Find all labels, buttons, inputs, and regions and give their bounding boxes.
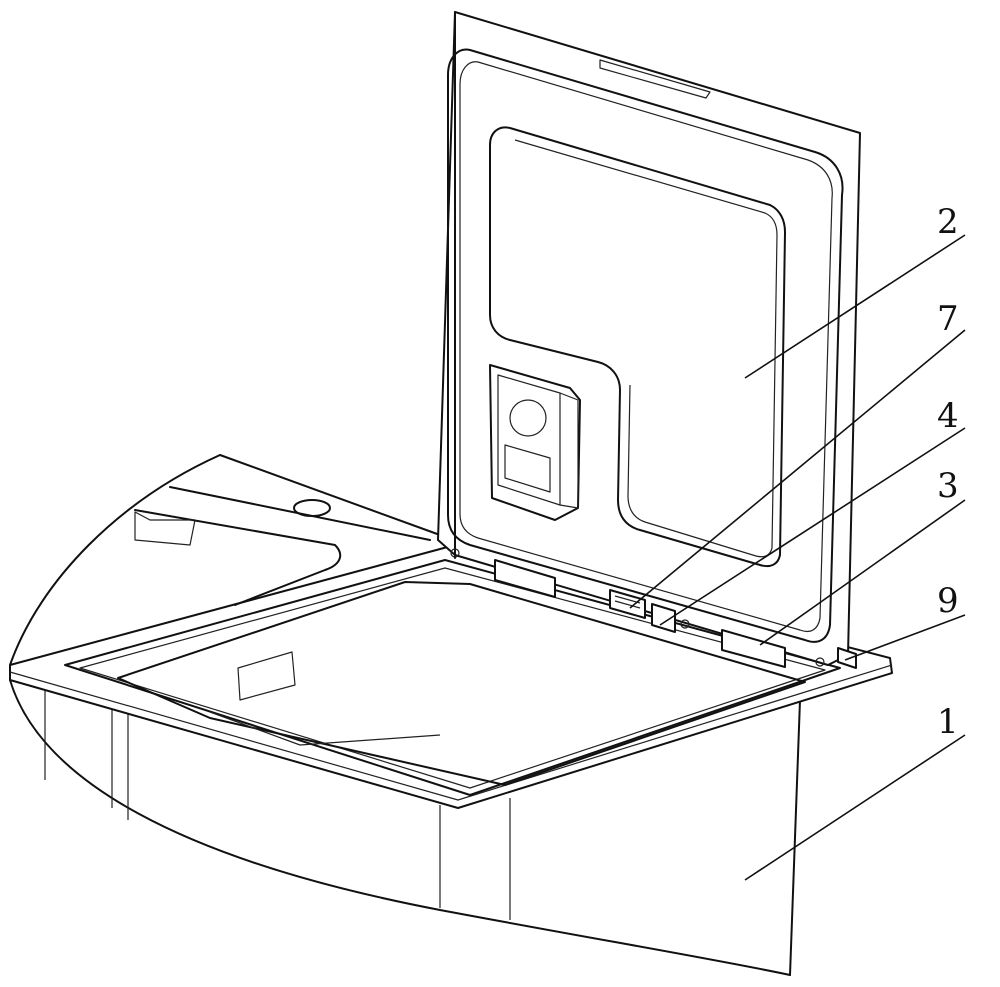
detergent-dispenser <box>489 364 581 521</box>
callout-2: 2 <box>937 202 959 242</box>
leader-lines <box>629 234 966 881</box>
body-bottom-curve <box>9 679 791 976</box>
leader-4 <box>659 427 966 626</box>
sink-basin-opening <box>117 581 806 786</box>
callout-3: 3 <box>937 466 959 506</box>
callout-7: 7 <box>937 299 959 339</box>
callout-4: 4 <box>937 396 959 436</box>
callout-labels: 2 7 4 3 9 1 <box>937 202 959 742</box>
left-hinge <box>494 559 556 598</box>
lid-gasket-outer <box>447 48 844 643</box>
lid-gasket-inner <box>459 61 833 633</box>
dispenser-dial-icon <box>509 399 547 437</box>
faucet-hole <box>293 499 331 517</box>
body-right-edge <box>789 699 801 976</box>
lid-handle <box>599 59 711 99</box>
leader-3 <box>759 499 966 646</box>
callout-9: 9 <box>937 581 959 621</box>
leader-2 <box>744 234 966 379</box>
leader-9 <box>844 614 966 661</box>
basin-inner-plate <box>237 651 296 701</box>
side-sink <box>134 509 342 606</box>
side-sink-label-plate <box>134 511 196 546</box>
lid <box>437 11 861 669</box>
leader-7 <box>629 329 966 609</box>
latch-catch <box>651 603 676 633</box>
leader-1 <box>744 734 966 881</box>
callout-1: 1 <box>937 702 959 742</box>
hinge-bracket <box>837 647 857 669</box>
lid-recessed-panel <box>489 126 786 568</box>
body-top-curve <box>9 454 221 666</box>
